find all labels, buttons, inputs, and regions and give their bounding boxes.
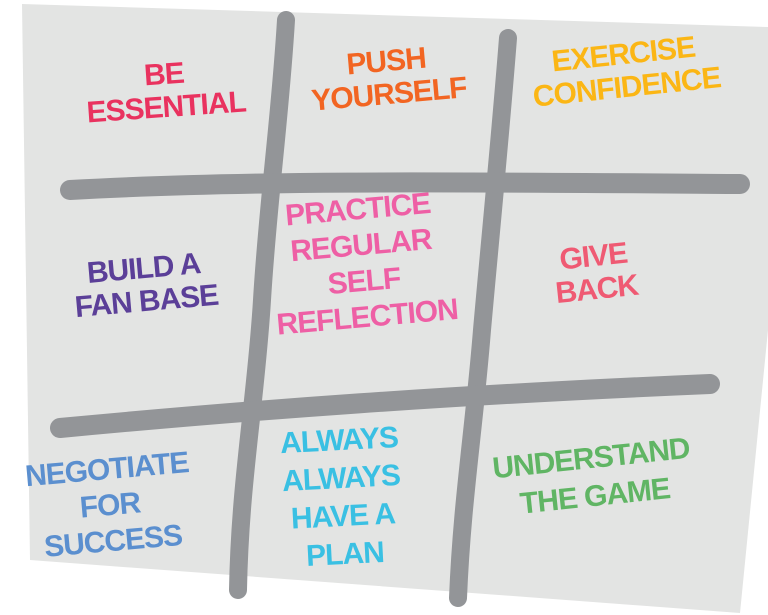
grid-line-vertical-right — [449, 29, 517, 607]
cell-give-back: Give Back — [532, 234, 658, 312]
cell-always-have-a-plan: Always Always Have a Plan — [258, 418, 426, 578]
cell-practice-regular-self-reflection: Practice Regular Self Reflection — [244, 182, 481, 345]
grid-line-vertical-left — [229, 11, 295, 599]
board-background — [22, 4, 768, 613]
cell-negotiate-for-success: Negotiate for Success — [6, 443, 215, 568]
grid-line-horizontal-bottom — [50, 374, 720, 438]
grid-line-horizontal-top — [60, 172, 750, 200]
